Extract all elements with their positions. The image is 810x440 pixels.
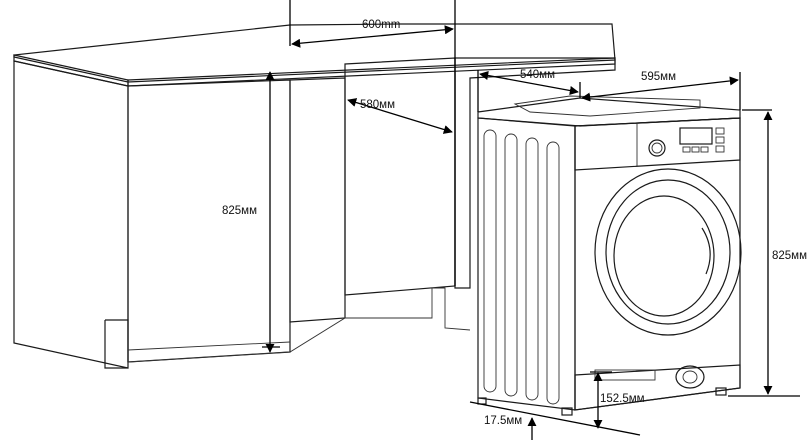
base-line — [127, 287, 471, 363]
foot-front-right — [715, 387, 727, 396]
dim-cabinet-depth — [347, 98, 453, 134]
worktop-top — [13, 23, 616, 83]
cabinet-opening-back — [289, 77, 346, 323]
label-plinth-height: 152.5мм — [600, 393, 645, 405]
side-rib-1 — [483, 129, 497, 393]
button-4 — [715, 127, 725, 135]
side-rib-2 — [504, 133, 518, 397]
machine-top-inset — [513, 95, 701, 117]
label-machine-width: 595мм — [641, 71, 676, 83]
drain-filter-outer — [675, 365, 705, 389]
dimension-lines — [262, 0, 800, 440]
label-machine-height: 825мм — [772, 250, 807, 262]
door-glass — [613, 195, 715, 317]
floor-line — [469, 401, 641, 436]
label-cabinet-depth: 580мм — [360, 99, 395, 111]
label-foot-offset: 17.5мм — [484, 415, 522, 427]
machine-side — [477, 117, 576, 411]
display-window — [679, 127, 713, 145]
label-cabinet-height: 825мм — [222, 205, 257, 217]
dim-machine-depth — [479, 71, 579, 95]
button-5 — [715, 136, 725, 144]
plinth-front — [104, 320, 128, 369]
control-panel — [574, 117, 741, 171]
program-knob — [648, 139, 666, 157]
door-ring — [605, 179, 731, 325]
washing-machine — [477, 95, 742, 416]
door-handle — [701, 227, 711, 275]
worktop-front-edge — [13, 54, 129, 87]
button-1 — [682, 146, 691, 153]
foot-front-left — [561, 407, 573, 416]
button-6 — [715, 145, 725, 153]
label-cabinet-width: 600mm — [362, 19, 400, 31]
door-outer — [594, 168, 742, 336]
side-rib-3 — [525, 137, 539, 401]
floor-edge — [127, 341, 291, 351]
plinth-step — [105, 319, 129, 362]
cabinet-front — [127, 79, 291, 363]
cabinet-opening-side — [344, 57, 456, 296]
side-rib-4 — [546, 141, 560, 405]
button-2 — [691, 146, 700, 153]
kitchen-cabinet — [13, 23, 616, 369]
cabinet-left-panel — [13, 60, 129, 369]
program-knob-inner — [651, 142, 663, 154]
label-machine-depth: 540мм — [520, 69, 555, 81]
button-3 — [700, 146, 709, 153]
cabinet-right-panel — [454, 57, 616, 289]
dim-cabinet-width — [291, 25, 454, 48]
dim-machine-width — [581, 76, 739, 102]
drain-filter-inner — [682, 370, 698, 384]
plinth-panel — [574, 364, 741, 411]
dimension-labels: 600mm 580мм 825мм 540мм 595мм 825мм 152.… — [222, 19, 807, 427]
